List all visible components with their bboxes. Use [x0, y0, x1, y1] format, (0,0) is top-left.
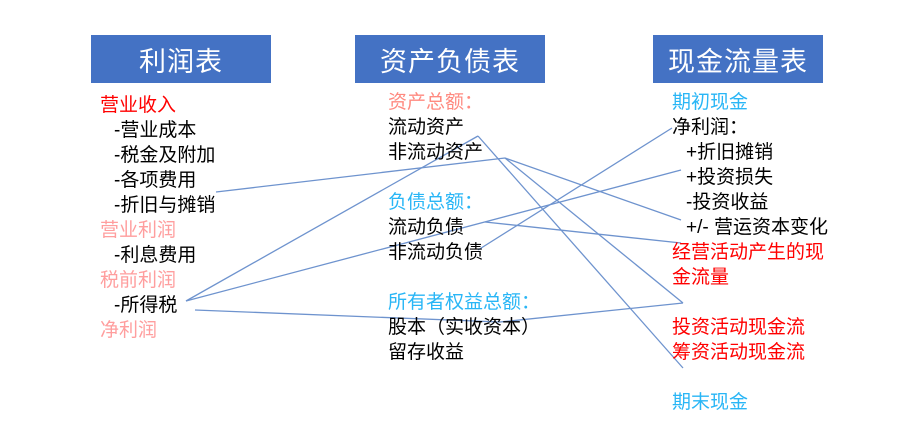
list-item: 非流动负债	[388, 242, 484, 263]
header-income-statement: 利润表	[91, 35, 271, 83]
list-item: 金流量	[672, 267, 730, 288]
list-item: 留存收益	[388, 342, 465, 363]
list-item: 投资活动现金流	[672, 317, 806, 338]
list-item: 负债总额：	[388, 192, 484, 213]
list-item: 净利润	[100, 320, 158, 341]
list-item: 流动负债	[388, 217, 465, 238]
header-income-statement-label: 利润表	[139, 46, 223, 77]
list-item: 资产总额：	[388, 92, 484, 113]
list-item: 流动资产	[388, 117, 465, 138]
column-income-statement: 营业收入 -营业成本 -税金及附加 -各项费用 -折旧与摊销营业利润 -利息费用税前利润 -…	[100, 93, 215, 343]
list-item: -税金及附加	[114, 145, 216, 166]
list-item: 经营活动产生的现	[672, 242, 825, 263]
list-item: 期末现金	[672, 392, 749, 413]
header-cash-flow-statement: 现金流量表	[653, 35, 823, 83]
list-item: -各项费用	[114, 170, 197, 191]
list-item: +投资损失	[686, 167, 774, 188]
header-cash-flow-statement-label: 现金流量表	[668, 46, 808, 77]
list-spacer	[672, 365, 828, 390]
list-item: 非流动资产	[388, 142, 484, 163]
list-item: +折旧摊销	[686, 142, 774, 163]
list-item: -折旧与摊销	[114, 195, 216, 216]
list-item: +/- 营运资本变化	[686, 217, 828, 238]
list-item: 营业利润	[100, 220, 177, 241]
list-item: 净利润：	[672, 117, 749, 138]
list-item: 营业收入	[100, 95, 177, 116]
list-spacer	[672, 290, 828, 315]
list-spacer	[388, 165, 540, 190]
header-balance-sheet: 资产负债表	[355, 35, 545, 83]
list-item: -所得税	[114, 295, 178, 316]
list-item: 筹资活动现金流	[672, 342, 806, 363]
column-balance-sheet: 资产总额： 流动资产非流动资产负债总额： 流动负债非流动负债所有者权益总额： 股本（实…	[388, 90, 540, 365]
list-item: -营业成本	[114, 120, 197, 141]
list-item: -利息费用	[114, 245, 197, 266]
list-item: 税前利润	[100, 270, 177, 291]
list-item: -投资收益	[686, 192, 769, 213]
list-item: 期初现金	[672, 92, 749, 113]
list-item: 股本（实收资本）	[388, 317, 541, 338]
list-item: 所有者权益总额：	[388, 292, 541, 313]
list-spacer	[388, 265, 540, 290]
header-balance-sheet-label: 资产负债表	[380, 46, 520, 77]
column-cash-flow-statement: 期初现金净利润： +折旧摊销 +投资损失 -投资收益 +/- 营运资本变化经营活动产生的…	[672, 90, 828, 415]
